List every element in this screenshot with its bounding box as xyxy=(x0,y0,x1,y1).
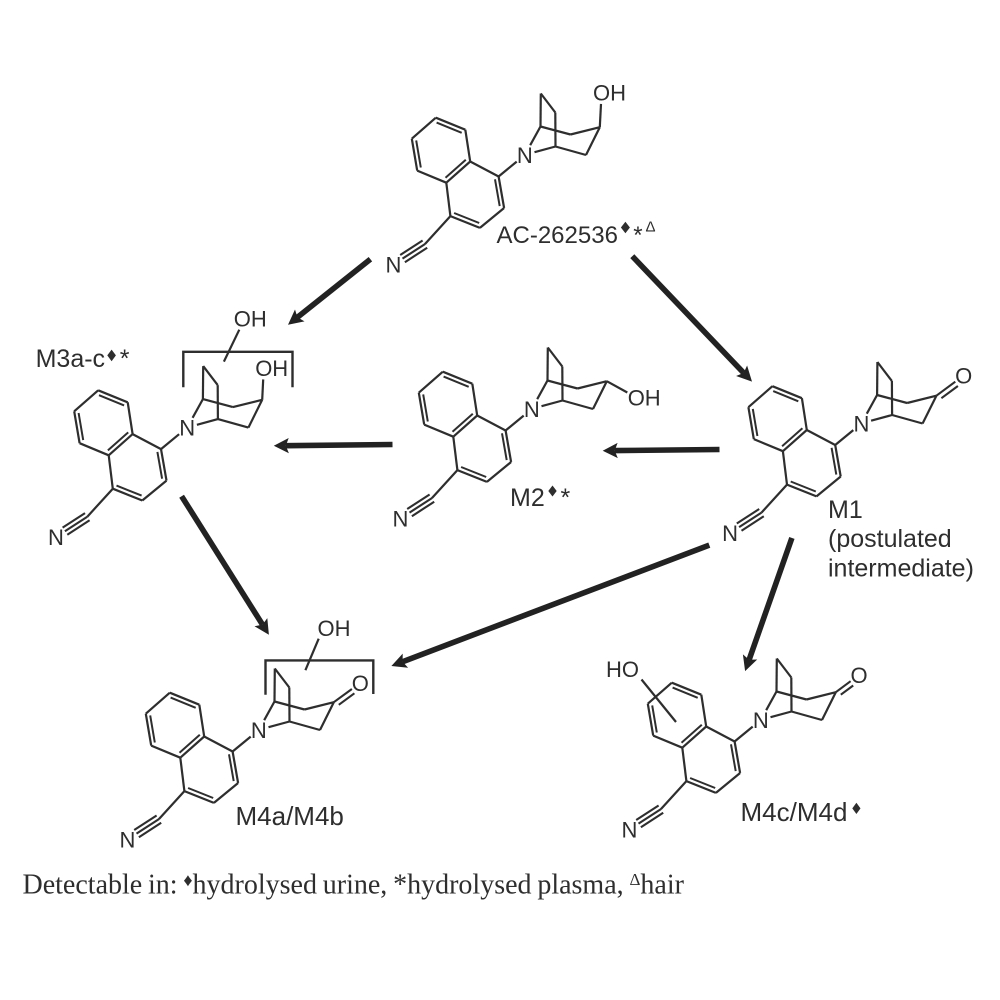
svg-text:*: * xyxy=(120,345,130,373)
svg-text:HO: HO xyxy=(606,657,639,682)
svg-text:N: N xyxy=(622,818,638,843)
svg-text:N: N xyxy=(386,253,402,278)
svg-text:O: O xyxy=(352,671,369,696)
svg-text:OH: OH xyxy=(255,356,288,381)
svg-text:M4c/M4d: M4c/M4d xyxy=(741,797,848,827)
svg-text:Detectable in: ♦hydrolysed uri: Detectable in: ♦hydrolysed urine, *hydro… xyxy=(23,869,685,900)
svg-text:N: N xyxy=(251,718,267,743)
svg-text:*: * xyxy=(633,222,642,249)
svg-text:M4a/M4b: M4a/M4b xyxy=(236,801,344,831)
svg-text:*: * xyxy=(561,484,571,512)
svg-text:AC-262536: AC-262536 xyxy=(497,222,618,249)
svg-text:intermediate): intermediate) xyxy=(828,555,974,583)
svg-text:N: N xyxy=(393,507,409,532)
svg-text:OH: OH xyxy=(318,616,351,641)
svg-text:M2: M2 xyxy=(510,484,545,512)
svg-text:OH: OH xyxy=(234,306,267,331)
svg-text:OH: OH xyxy=(593,80,626,105)
svg-text:N: N xyxy=(753,708,769,733)
svg-text:OH: OH xyxy=(628,386,661,411)
svg-text:N: N xyxy=(120,828,136,853)
svg-text:N: N xyxy=(853,411,869,436)
svg-text:N: N xyxy=(517,143,533,168)
svg-text:O: O xyxy=(955,364,972,389)
svg-text:M3a-c: M3a-c xyxy=(36,345,105,373)
svg-text:Δ: Δ xyxy=(646,219,656,236)
svg-text:N: N xyxy=(48,525,64,550)
svg-text:O: O xyxy=(850,663,867,688)
svg-text:N: N xyxy=(722,521,738,546)
svg-text:N: N xyxy=(179,416,195,441)
svg-text:M1: M1 xyxy=(828,496,863,524)
svg-text:N: N xyxy=(524,397,540,422)
svg-text:(postulated: (postulated xyxy=(828,525,952,553)
